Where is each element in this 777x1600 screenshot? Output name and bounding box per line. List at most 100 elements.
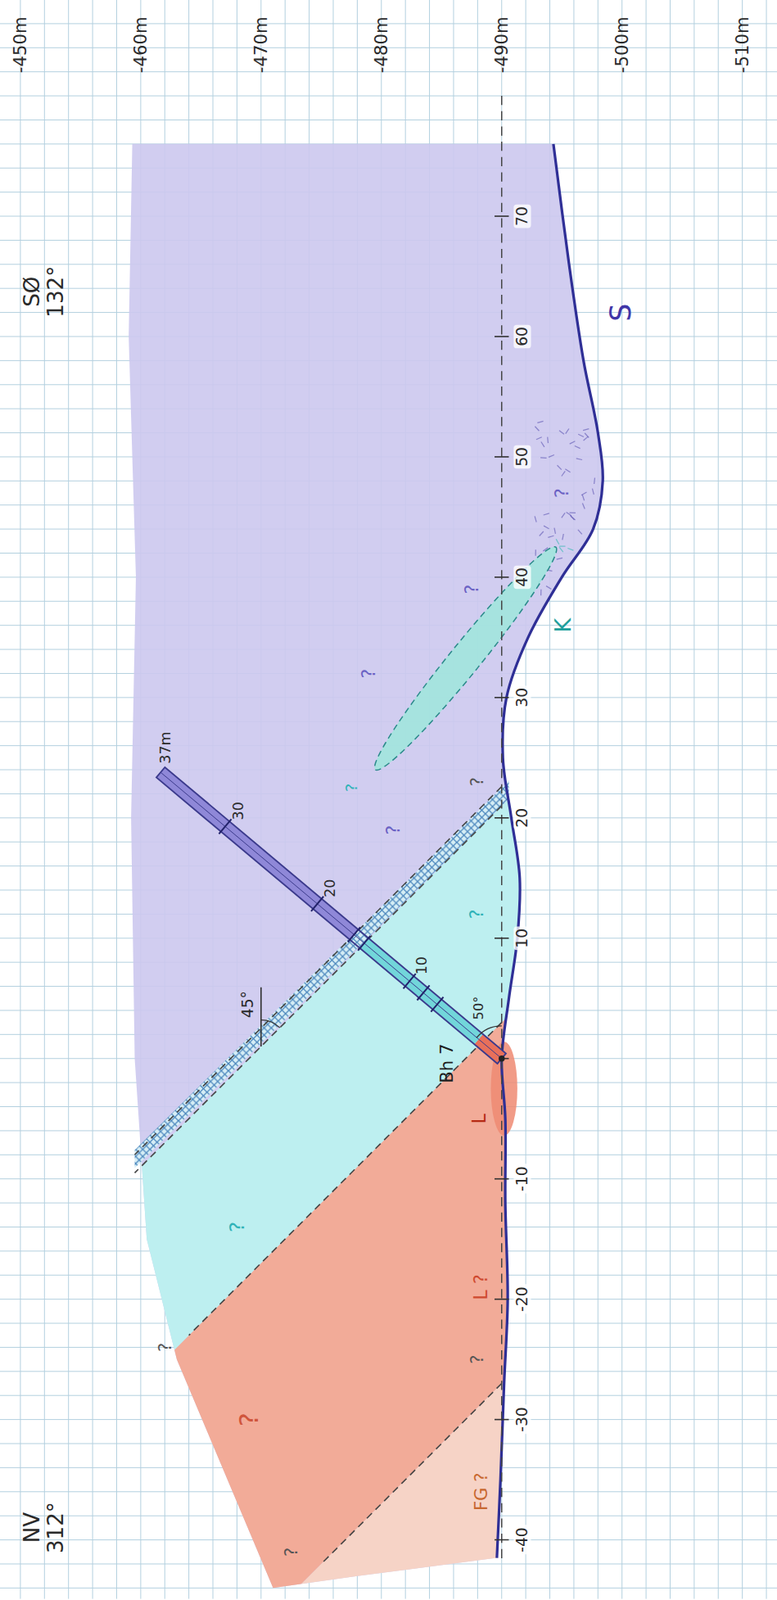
distance-label: 30 [513,685,531,710]
texture-stroke [567,547,574,551]
depth-mark: 37m [158,731,174,764]
distance-label: 50 [513,445,531,470]
contact-line [135,805,502,1173]
texture-stroke [574,446,581,449]
texture-stroke [561,512,565,518]
uncertainty-mark: ? [342,783,361,793]
texture-stroke [569,512,576,514]
texture-stroke [570,515,576,520]
texture-stroke [555,538,560,545]
texture-stroke [559,546,563,552]
angle-label: 45° [239,990,257,1018]
uncertainty-mark: ? [225,1221,249,1233]
depth-mark: 30 [230,801,246,820]
borehole-tick [347,926,361,942]
grid-line [67,0,69,1600]
elevation-label: -490m [492,16,511,73]
texture-stroke [546,586,552,590]
k-lens [363,537,568,779]
texture-stroke [534,515,537,522]
texture-stroke [564,469,570,473]
borehole-tick [403,973,416,989]
texture-stroke [565,428,570,434]
datum-line [501,91,502,1559]
texture-stroke [562,533,564,540]
uncertainty-mark: ? [281,1547,301,1557]
texture-stroke [536,437,543,440]
uncertainty-mark: ? [468,777,488,787]
grid-line [116,0,118,1600]
borehole-tick [430,997,443,1012]
distance-label: -20 [513,1284,531,1314]
datum-tick [494,215,509,217]
depth-mark: 10 [415,956,431,975]
texture-stroke [582,494,584,501]
texture-stroke [559,545,565,547]
elevation-label: -470m [251,16,271,73]
unit-label: FG ? [471,1472,491,1512]
grid-line [501,0,502,1600]
unit-label: L [468,1113,489,1124]
borehole-outline [156,767,506,1064]
uncertainty-mark: ? [468,1355,488,1365]
grid-line [766,0,768,1600]
elevation-label: -460m [131,16,150,73]
datum-tick [494,1418,509,1421]
borehole [156,767,506,1064]
grid-line [741,0,743,1600]
rock-units [20,661,646,1600]
unit-label: K [551,618,577,633]
texture-stroke [534,426,539,431]
datum-tick [494,696,509,699]
tunnel-profile [496,144,603,1559]
distance-label: 60 [513,325,531,349]
direction-label: NV 312° [21,1501,69,1554]
grid-line [693,0,695,1600]
texture-stroke [583,436,589,441]
unit-label: S [606,303,638,322]
texture-stroke [543,525,550,529]
distance-label: -30 [513,1404,531,1434]
grid-line [573,0,574,1600]
grid-line [621,0,623,1600]
elevation-label: -510m [732,16,752,73]
borehole-name: Bh 7 [437,1043,457,1084]
uncertainty-mark: ? [359,668,380,679]
uncertainty-mark: ? [383,825,404,836]
datum-tick [494,1178,509,1180]
datum-tick [494,335,509,338]
elevation-label: -480m [371,16,391,73]
angle-label: 50° [471,996,487,1021]
uncertainty-mark: ? [155,1342,175,1352]
datum-tick [494,1539,509,1541]
texture-stroke [582,429,589,431]
texture-stroke [591,488,594,495]
cyan-unit [20,661,646,1505]
contact-line [135,786,502,1156]
texture-stroke [584,433,589,439]
unit-label: L ? [470,1273,492,1301]
texture-stroke [582,502,585,509]
texture-stroke [540,589,542,596]
texture-stroke [547,535,554,538]
texture-stroke [581,492,587,496]
distance-label: 10 [513,926,531,950]
texture-stroke [561,470,565,476]
grid-line [645,0,647,1600]
borehole-tick [357,935,371,951]
datum-tick [494,456,509,458]
angle-arc [261,1020,281,1028]
texture-stroke [546,437,549,443]
borehole-tick [416,984,430,1000]
uncertainty-mark: ? [461,584,483,595]
distance-label: -10 [513,1164,531,1193]
distance-label: 40 [513,565,531,590]
texture-stroke [543,513,550,515]
borehole-axis [160,772,502,1059]
datum-tick [494,1298,509,1301]
texture-stroke [578,529,583,535]
grid-line [597,0,599,1600]
contact-line [189,1022,502,1336]
